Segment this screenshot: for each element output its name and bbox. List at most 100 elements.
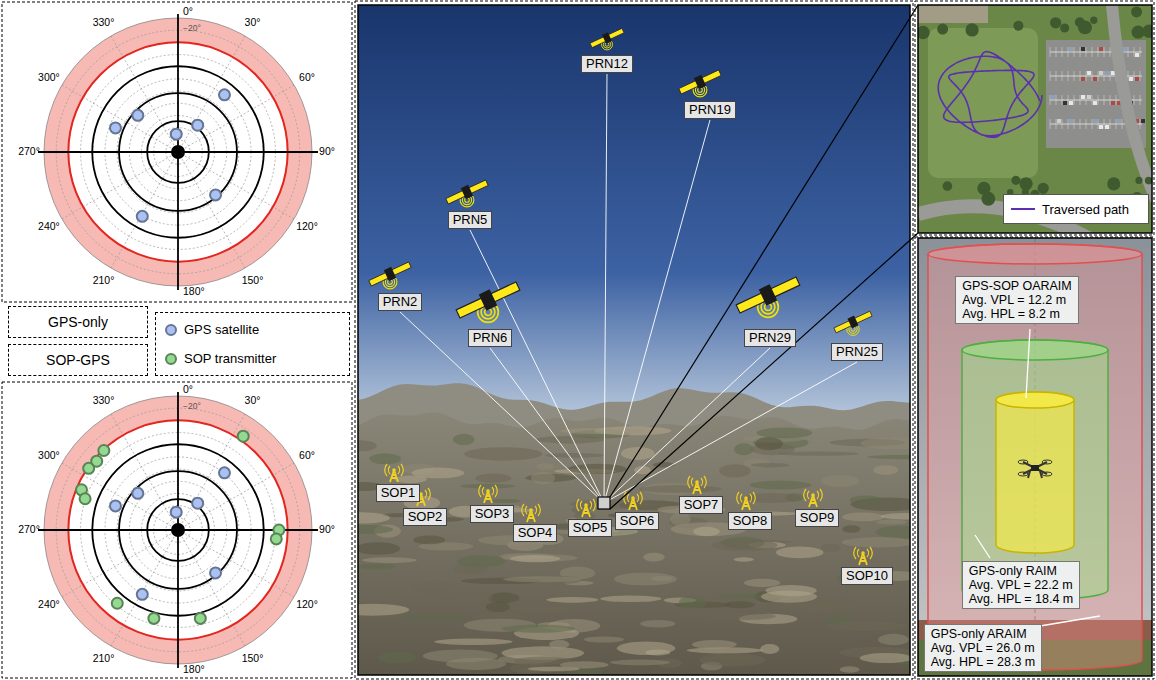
tower-top	[486, 489, 490, 493]
node-detail: Avg. VPL = 26.0 m	[931, 641, 1036, 655]
satellite-bus	[461, 185, 473, 199]
terrain-patch	[584, 636, 624, 642]
stall-line	[1056, 119, 1057, 129]
gps-dot	[132, 488, 143, 499]
node-text: PRN25	[836, 344, 878, 360]
terrain-patch	[877, 519, 907, 524]
gps-dot	[210, 567, 221, 578]
terrain-patch	[734, 443, 753, 455]
azimuth-label: 60°	[299, 72, 315, 84]
terrain-patch	[670, 513, 691, 526]
car	[1117, 119, 1121, 123]
araim-cylinder-top	[928, 244, 1142, 264]
tower-waves	[385, 464, 404, 476]
signal-line	[490, 348, 604, 503]
terrain-patch	[867, 455, 910, 459]
zoom-line	[610, 5, 918, 497]
gps-dot	[132, 110, 143, 121]
terrain-patch	[475, 474, 511, 483]
azimuth-label: 330°	[93, 17, 115, 29]
stall-line	[1134, 71, 1135, 81]
transmitter-label: SOP9	[795, 509, 840, 527]
terrain-patch	[512, 605, 574, 613]
terrain-patch	[842, 512, 884, 521]
tree	[1013, 21, 1023, 31]
legend-text: GPS satellite	[184, 322, 259, 337]
panel-label: SOP-GPS	[8, 344, 148, 376]
car	[1069, 47, 1073, 51]
tree	[1011, 176, 1020, 185]
sop-dot	[195, 613, 206, 624]
node-text: SOP8	[733, 513, 768, 529]
tower-icon	[737, 492, 756, 510]
car	[1093, 77, 1097, 81]
terrain-patch	[503, 576, 582, 582]
azimuth-label: 330°	[93, 395, 115, 407]
gps-dot	[219, 89, 230, 100]
terrain-patch	[546, 597, 598, 603]
stall-line	[1074, 95, 1075, 105]
satellite-body	[368, 259, 413, 288]
solar-panel	[679, 70, 721, 94]
car	[1069, 101, 1073, 105]
terrain	[358, 412, 910, 675]
terrain-patch	[535, 436, 604, 444]
signal-line	[604, 362, 857, 503]
terrain-patch	[358, 525, 393, 534]
stall-line	[1092, 119, 1093, 129]
stall-line	[1110, 95, 1111, 105]
satellite-bus	[759, 284, 777, 305]
legend-line	[1011, 208, 1035, 210]
stall-line	[1068, 119, 1069, 129]
terrain-patch	[369, 453, 401, 464]
node-detail: Avg. VPL = 12.2 m	[962, 293, 1072, 307]
terrain-patch	[413, 536, 445, 545]
tower-icon	[804, 489, 823, 507]
transmitter-label: SOP2	[403, 508, 448, 526]
legend-text: SOP transmitter	[184, 351, 276, 366]
stall-line	[1116, 95, 1117, 105]
tower-top	[695, 480, 699, 484]
terrain-patch	[362, 557, 417, 563]
stall-line	[1086, 47, 1087, 57]
leader-line	[1026, 329, 1030, 398]
zoom-line	[610, 233, 918, 509]
tree	[1050, 17, 1061, 28]
terrain-patch	[491, 499, 520, 503]
stall-line	[1092, 47, 1093, 57]
node-detail: Avg. VPL = 22.2 m	[969, 578, 1074, 592]
node-text: PRN19	[689, 102, 731, 118]
terrain-patch	[610, 660, 670, 666]
legend-box: Traversed path	[1003, 194, 1149, 224]
stall-line	[1062, 47, 1063, 57]
terrain-patch	[860, 653, 910, 663]
callout-box: GPS-SOP OARAIMAvg. VPL = 12.2 mAvg. HPL …	[955, 276, 1079, 324]
terrain-patch	[749, 481, 811, 490]
tower-icon	[385, 464, 404, 482]
skyplot	[38, 392, 318, 668]
node-text: PRN5	[453, 212, 488, 228]
satellite-label: PRN19	[684, 101, 736, 119]
legend-swatch	[164, 323, 178, 337]
legend-dot	[166, 325, 176, 335]
stall-line	[1062, 71, 1063, 81]
car	[1069, 119, 1073, 123]
tree	[977, 182, 990, 195]
node-text: SOP5	[573, 520, 608, 536]
satellite-label: PRN29	[744, 329, 796, 347]
tower-waves	[522, 504, 541, 516]
azimuth-label: 90°	[319, 524, 335, 536]
terrain-patch	[841, 537, 910, 547]
terrain-patch	[489, 593, 520, 604]
tree	[1145, 177, 1152, 185]
transmitter-label: SOP7	[679, 496, 724, 514]
satellite-icon	[678, 67, 723, 97]
stall-line	[1110, 47, 1111, 57]
leader-line	[1040, 616, 1100, 626]
stall-line	[1056, 95, 1057, 105]
stall-line	[1140, 95, 1141, 105]
tower-icon	[479, 485, 498, 503]
stall-line	[1122, 119, 1123, 129]
receiver-dot	[171, 145, 185, 159]
